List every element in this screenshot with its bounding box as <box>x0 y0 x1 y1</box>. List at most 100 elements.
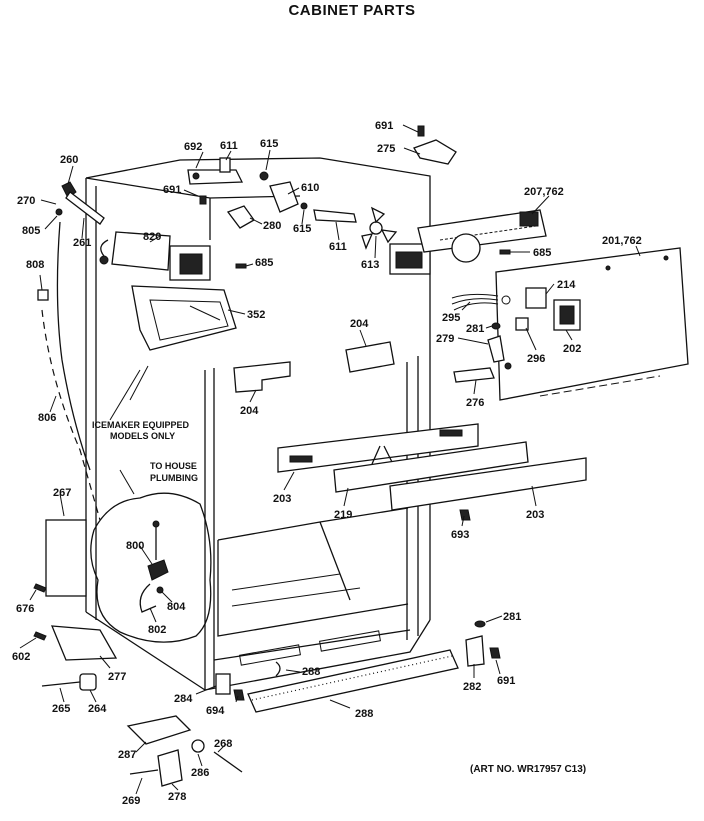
callout-602: 602 <box>12 651 30 663</box>
callout-802: 802 <box>148 624 166 636</box>
callout-691: 691 <box>497 675 515 687</box>
callout-287: 287 <box>118 749 136 761</box>
ice-bucket-352 <box>131 285 237 351</box>
plumbing-detail-cloud <box>90 492 212 643</box>
callout-278: 278 <box>168 791 186 803</box>
callout-691: 691 <box>375 120 393 132</box>
clip-804 <box>156 586 164 594</box>
part-280 <box>226 205 255 229</box>
callout-279: 279 <box>436 333 454 345</box>
screw-268 <box>213 751 243 773</box>
screw-615a <box>259 171 269 181</box>
screw-685b <box>499 249 511 255</box>
callout-207-762: 207,762 <box>524 186 564 198</box>
valve-800 <box>147 559 169 581</box>
callout-676: 676 <box>16 603 34 615</box>
screw-269 <box>129 769 159 775</box>
callout-685: 685 <box>533 247 551 259</box>
screw-615b <box>300 202 308 210</box>
leader-lines <box>19 124 641 795</box>
screw-691c <box>489 647 501 659</box>
hinge-282 <box>465 635 485 667</box>
water-line-dashed <box>41 309 101 521</box>
callout-269: 269 <box>122 795 140 807</box>
callout-286: 286 <box>191 767 209 779</box>
callout-labels: 691 275 692 611 615 260 610 691 207,762 … <box>12 120 642 807</box>
callout-270: 270 <box>17 195 35 207</box>
icemaker-note-line1: ICEMAKER EQUIPPED <box>92 420 190 430</box>
callout-288: 288 <box>355 708 373 720</box>
grille-288 <box>247 649 459 713</box>
clip-808 <box>37 289 49 301</box>
callout-203: 203 <box>526 509 544 521</box>
rail-203b <box>389 457 587 511</box>
callout-613: 613 <box>361 259 379 271</box>
callout-288: 288 <box>302 666 320 678</box>
callout-204: 204 <box>350 318 369 330</box>
callout-805: 805 <box>22 225 40 237</box>
bracket-610 <box>269 181 299 213</box>
bracket-611b <box>313 209 357 223</box>
diagram-title: CABINET PARTS <box>288 2 416 19</box>
screw-691b <box>199 195 207 205</box>
callout-800: 800 <box>126 540 144 552</box>
shaft-265 <box>41 681 81 687</box>
fitting-dot <box>152 520 160 528</box>
rail-277 <box>50 625 118 661</box>
callout-693: 693 <box>451 529 469 541</box>
grommet-281a <box>491 322 501 330</box>
art-number: (ART NO. WR17957 C13) <box>470 764 587 775</box>
callout-806: 806 <box>38 412 56 424</box>
water-valve-260 <box>61 181 105 225</box>
callout-610: 610 <box>301 182 319 194</box>
callout-261: 261 <box>73 237 91 249</box>
callout-611: 611 <box>329 241 347 253</box>
arrow-leader <box>119 469 135 495</box>
callout-352: 352 <box>247 309 265 321</box>
roller-278 <box>157 749 183 787</box>
note-leader-a <box>109 369 141 421</box>
clip-805 <box>55 208 63 216</box>
bracket-287 <box>126 715 192 745</box>
notes: ICEMAKER EQUIPPED MODELS ONLY TO HOUSE P… <box>92 420 198 483</box>
callout-275: 275 <box>377 143 395 155</box>
control-panel-201 <box>495 247 689 401</box>
callout-692: 692 <box>184 141 202 153</box>
icemaker-820 <box>99 231 211 281</box>
callout-268: 268 <box>214 738 232 750</box>
panel-267 <box>45 519 87 597</box>
callout-260: 260 <box>60 154 78 166</box>
part-275 <box>413 139 457 165</box>
callout-219: 219 <box>334 509 352 521</box>
tube-802 <box>139 583 157 613</box>
screw-691a <box>417 125 425 137</box>
plumbing-note-line2: PLUMBING <box>150 473 198 483</box>
callout-267: 267 <box>53 487 71 499</box>
callout-276: 276 <box>466 397 484 409</box>
grommet-281b <box>474 620 486 628</box>
screw-694 <box>233 689 245 701</box>
screw-676 <box>33 583 47 593</box>
callout-295: 295 <box>442 312 460 324</box>
bracket-204b <box>345 341 395 373</box>
rail-203a <box>277 423 479 473</box>
callout-204: 204 <box>240 405 259 417</box>
callout-277: 277 <box>108 671 126 683</box>
callout-296: 296 <box>527 353 545 365</box>
note-leader-b <box>129 365 149 401</box>
wire-harness-295 <box>451 293 499 311</box>
callout-808: 808 <box>26 259 44 271</box>
screw-dot <box>504 362 512 370</box>
callout-281: 281 <box>466 323 484 335</box>
callout-214: 214 <box>557 279 576 291</box>
callout-201-762: 201,762 <box>602 235 642 247</box>
screw-693 <box>459 509 471 521</box>
callout-615: 615 <box>260 138 278 150</box>
callout-611: 611 <box>220 140 238 152</box>
nut-286 <box>191 739 205 753</box>
fan-motor-207 <box>389 209 547 275</box>
screw-685a <box>235 263 247 269</box>
roller-264 <box>79 673 97 691</box>
hinge-692-611 <box>187 157 244 185</box>
callout-281: 281 <box>503 611 521 623</box>
